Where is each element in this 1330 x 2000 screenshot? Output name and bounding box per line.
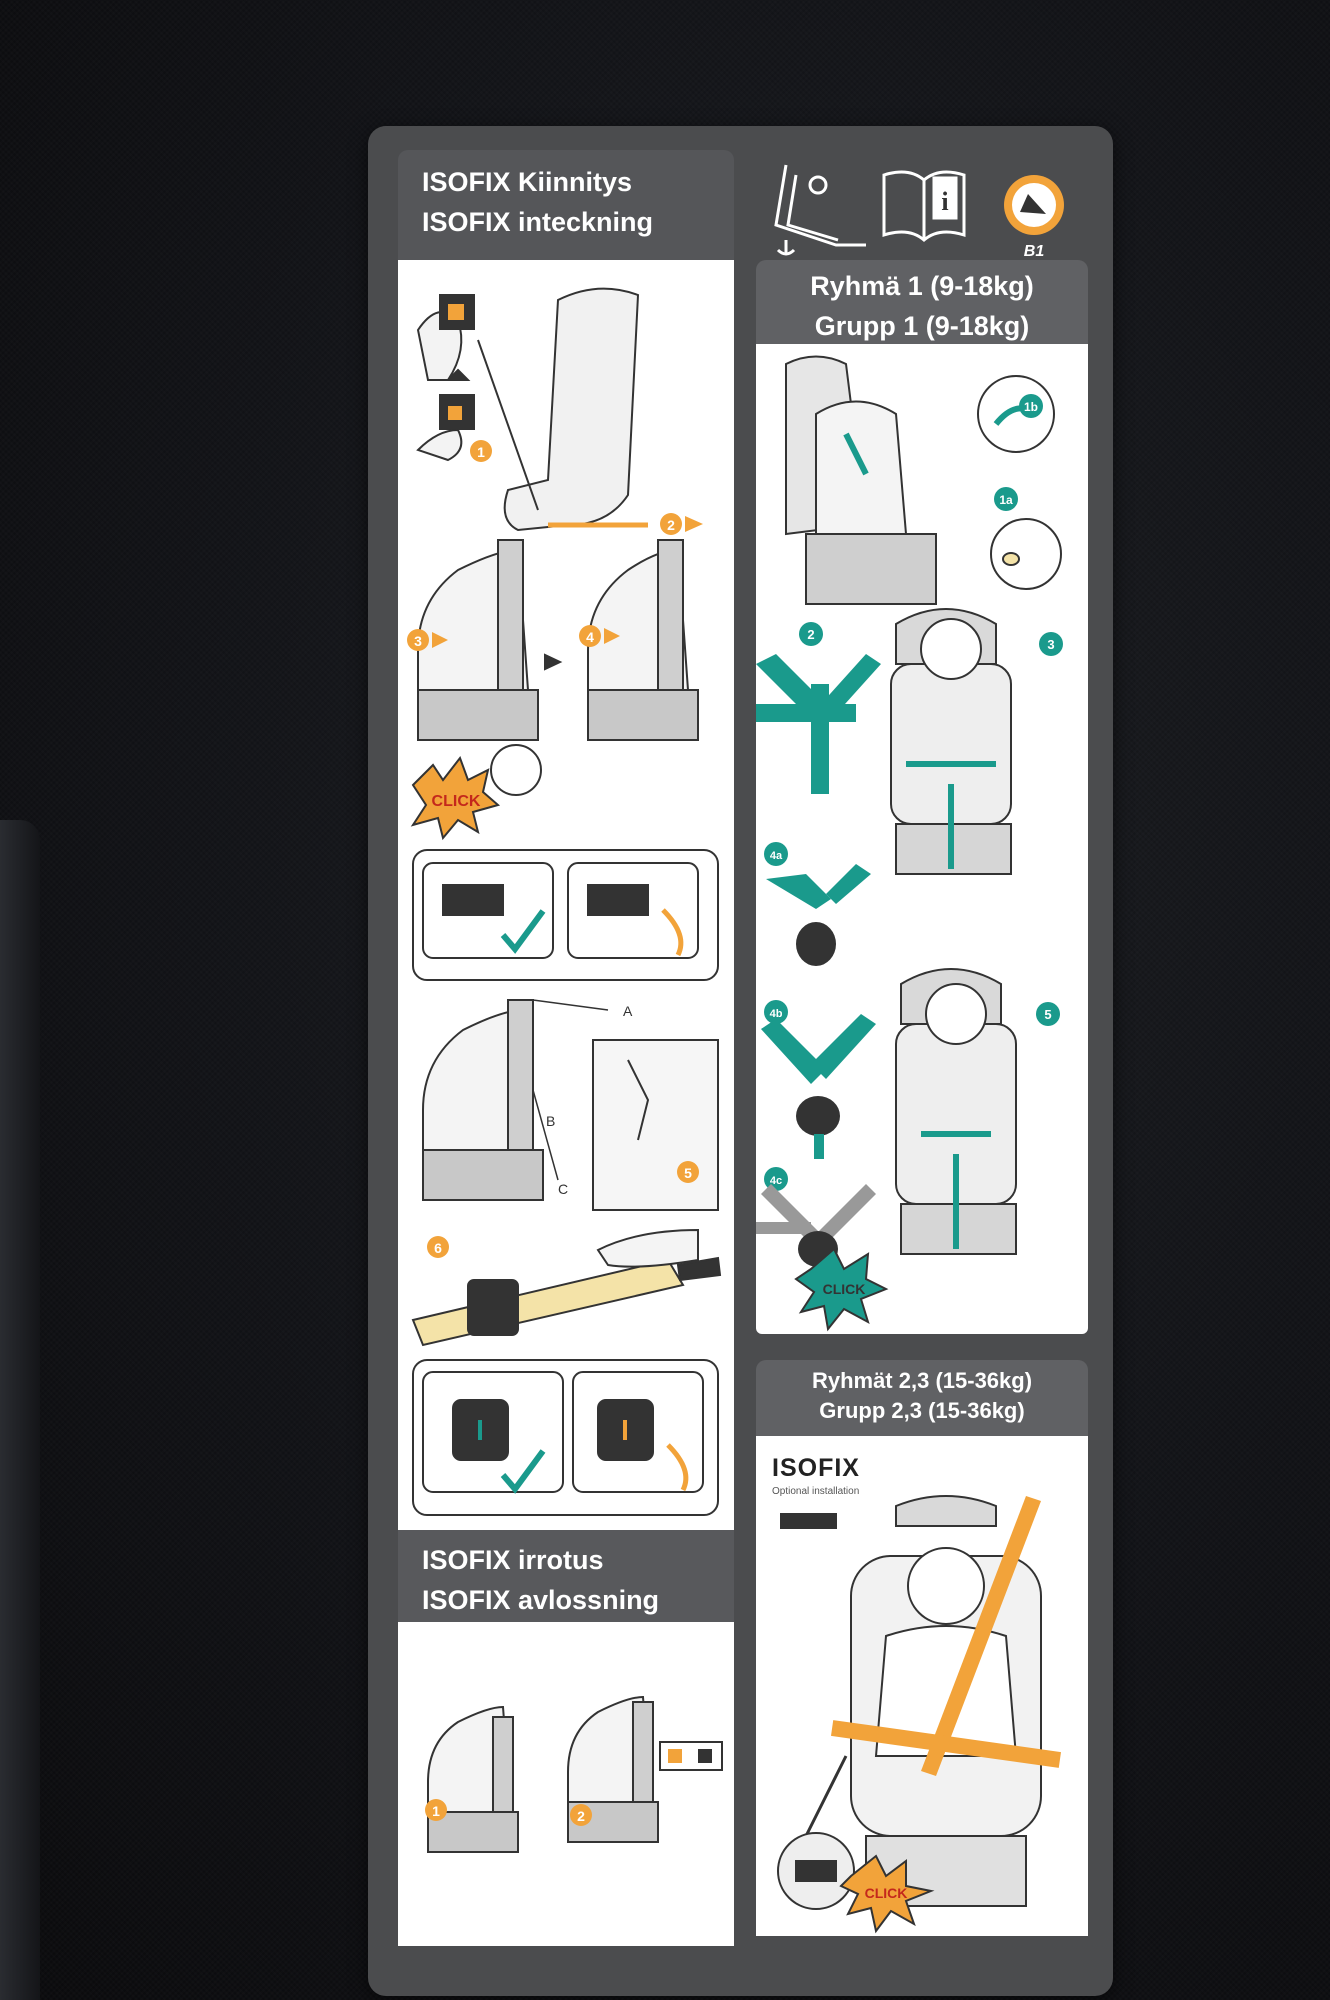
group23-belt-panel: ISOFIX Optional installation CLICK (756, 1436, 1088, 1936)
left-column: ISOFIX Kiinnitys ISOFIX inteckning 1 (398, 150, 734, 1946)
steps-1a-1b: 1b 1a (994, 394, 1043, 511)
isofix-attach-illustrations: 1 2 3 4 (407, 287, 722, 1516)
svg-text:A: A (623, 1003, 633, 1019)
seat-edge (0, 820, 40, 2000)
svg-text:6: 6 (434, 1240, 442, 1256)
step-3-4-illustration (417, 539, 699, 741)
svg-text:1b: 1b (1024, 400, 1038, 414)
tether-anchor-labels: A B C (546, 1003, 633, 1197)
step-2-illustration: 2 (756, 622, 881, 794)
group1-line-fi: Ryhmä 1 (9-18kg) (810, 271, 1034, 301)
isofix-subtitle: Optional installation (772, 1486, 860, 1497)
click-label-group23: CLICK (865, 1885, 908, 1901)
isofix-attach-panel: 1 2 3 4 (398, 260, 734, 1530)
step-circles-top: 1 2 (470, 440, 703, 535)
buckle-check-boxes (412, 1359, 719, 1516)
group1-harness-illustrations: 1b 1a 2 3 (756, 355, 1063, 1332)
release-line-fi: ISOFIX irrotus (422, 1545, 604, 1575)
manual-info-icon: i (882, 170, 966, 242)
svg-text:2: 2 (577, 1808, 585, 1824)
step-3-marker: 3 (407, 629, 448, 651)
svg-text:B: B (546, 1113, 555, 1129)
svg-text:5: 5 (1044, 1007, 1051, 1022)
step-1-label: 1 (477, 444, 485, 460)
group23-belt-illustration: CLICK (777, 1495, 1061, 1934)
svg-text:4b: 4b (770, 1008, 783, 1020)
svg-text:3: 3 (414, 633, 422, 649)
svg-text:4: 4 (586, 629, 594, 645)
latch-check-boxes (412, 849, 719, 981)
svg-text:3: 3 (1047, 637, 1054, 652)
child-step-3-illustration: 3 (890, 608, 1063, 875)
svg-text:4a: 4a (770, 850, 783, 862)
lock-detail-circle (490, 744, 542, 796)
group-b1-badge-icon: B1 (1004, 175, 1064, 260)
step-5-marker: 5 (677, 1161, 699, 1183)
strap-tighten-illustration (411, 1228, 722, 1347)
right-column: i B1 Ryhmä 1 (9-18kg) Grupp 1 (9-18kg) (756, 150, 1088, 1936)
header-line-fi: ISOFIX Kiinnitys (422, 167, 633, 197)
group23-line-fi: Ryhmät 2,3 (15-36kg) (811, 1368, 1033, 1393)
b1-badge-label: B1 (1024, 243, 1045, 260)
svg-text:2: 2 (807, 627, 814, 642)
isofix-title: ISOFIX (772, 1454, 860, 1482)
isofix-detail: CLICK (777, 1832, 935, 1934)
isofix-release-panel: 1 2 (398, 1622, 734, 1946)
group1-line-sv: Grupp 1 (9-18kg) (814, 311, 1030, 341)
isofix-attach-header: ISOFIX Kiinnitys ISOFIX inteckning (398, 150, 734, 260)
header-line-sv: ISOFIX inteckning (422, 207, 654, 237)
group23-header: Ryhmät 2,3 (15-36kg) Grupp 2,3 (15-36kg) (756, 1360, 1088, 1436)
step-4-marker: 4 (579, 625, 620, 647)
step-4c-illustration: 4c CLICK (756, 1167, 889, 1332)
isofix-release-header: ISOFIX irrotus ISOFIX avlossning (398, 1530, 734, 1622)
step-4a-illustration: 4a (764, 842, 871, 966)
click-burst: CLICK (410, 755, 501, 841)
svg-text:C: C (558, 1181, 568, 1197)
svg-text:4c: 4c (770, 1175, 782, 1187)
click-label-left: CLICK (432, 793, 481, 810)
step-4b-illustration: 4b (761, 1000, 876, 1159)
release-line-sv: ISOFIX avlossning (422, 1585, 660, 1615)
step-1-illustration (416, 287, 648, 532)
group23-line-sv: Grupp 2,3 (15-36kg) (819, 1398, 1025, 1423)
forward-facing-seat-icon (774, 164, 866, 256)
svg-text:5: 5 (684, 1165, 692, 1181)
symbol-icons: i B1 (774, 164, 1064, 260)
child-step-5-illustration: 5 (895, 968, 1060, 1255)
symbol-row: i B1 (756, 150, 1088, 260)
step-6-marker: 6 (427, 1236, 449, 1258)
top-tether-illustration (422, 999, 719, 1211)
group1-header: Ryhmä 1 (9-18kg) Grupp 1 (9-18kg) (756, 260, 1088, 344)
svg-text:1: 1 (432, 1803, 440, 1819)
svg-text:i: i (941, 187, 948, 216)
step-2-label: 2 (667, 517, 675, 533)
group1-harness-panel: 1b 1a 2 3 (756, 344, 1088, 1334)
release-step-2 (570, 1804, 592, 1826)
release-step-1 (425, 1799, 447, 1821)
svg-text:1a: 1a (999, 493, 1013, 507)
seat-adjust-illustration (785, 355, 1062, 605)
isofix-release-illustrations: 1 2 (425, 1695, 723, 1853)
click-label-group1: CLICK (823, 1281, 866, 1297)
